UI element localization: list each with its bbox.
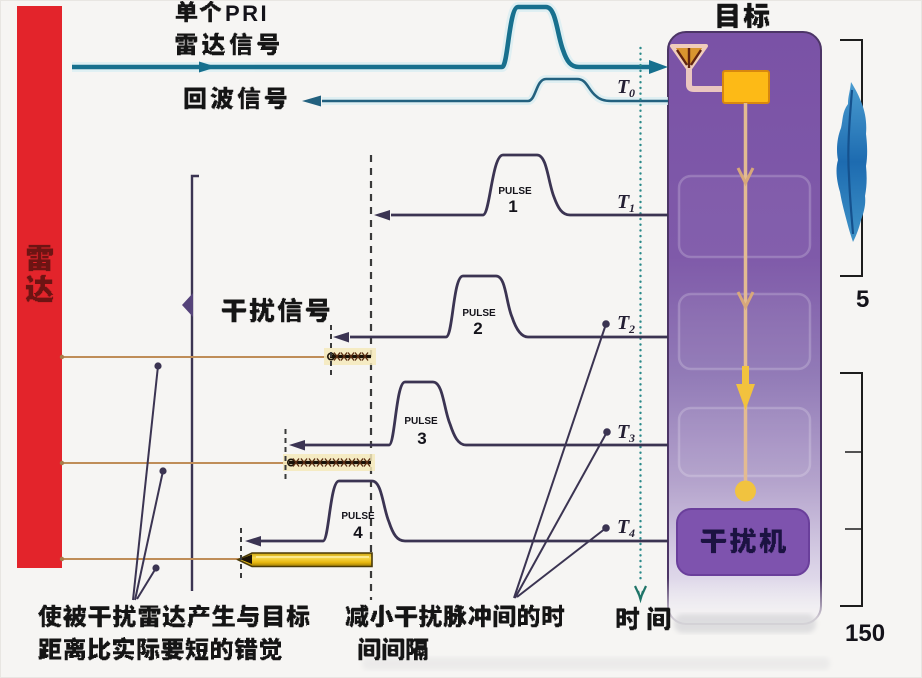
svg-text:PULSE: PULSE: [498, 186, 532, 197]
svg-text:5: 5: [856, 286, 869, 313]
svg-text:T: T: [617, 516, 630, 538]
svg-text:3: 3: [417, 429, 426, 448]
svg-text:150: 150: [845, 620, 885, 647]
svg-text:PULSE: PULSE: [341, 511, 375, 522]
svg-text:1: 1: [629, 201, 635, 215]
svg-text:0: 0: [629, 86, 635, 100]
svg-text:PRI: PRI: [225, 1, 269, 26]
svg-text:PULSE: PULSE: [462, 308, 496, 319]
svg-text:T: T: [617, 191, 630, 213]
svg-text:3: 3: [628, 431, 635, 445]
svg-text:T: T: [617, 421, 630, 443]
svg-text:2: 2: [628, 322, 635, 336]
svg-text:PULSE: PULSE: [404, 416, 438, 427]
svg-text:4: 4: [628, 526, 635, 540]
svg-text:T: T: [617, 312, 630, 334]
svg-text:2: 2: [473, 319, 482, 338]
svg-text:1: 1: [508, 197, 517, 216]
svg-text:T: T: [617, 76, 630, 98]
svg-text:4: 4: [353, 523, 363, 542]
